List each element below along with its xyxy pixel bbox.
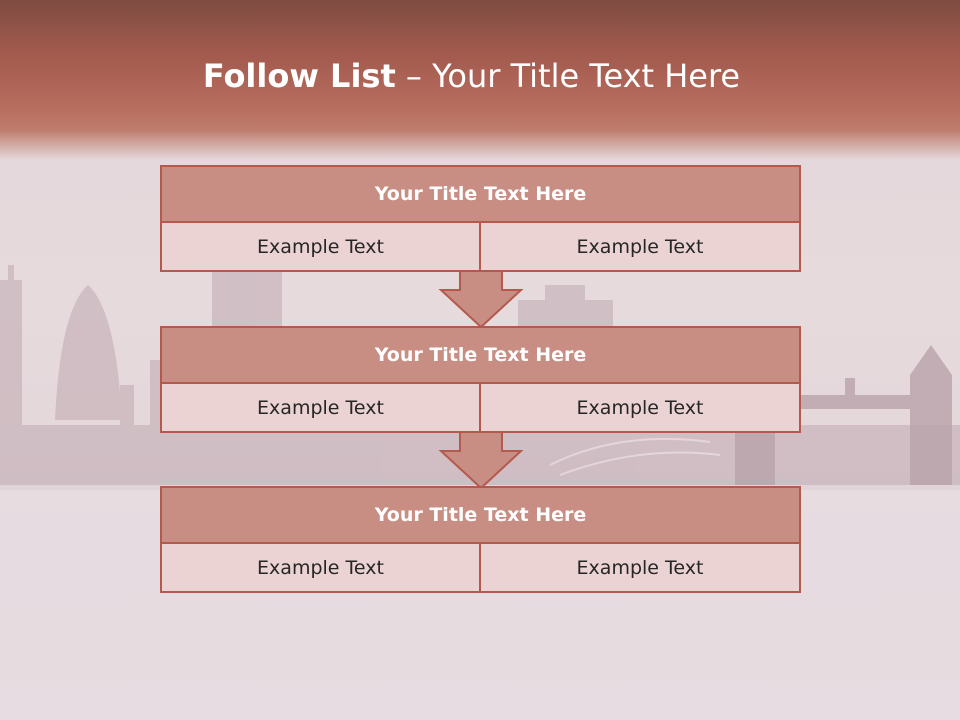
page-title-rest: – Your Title Text Here [405, 57, 741, 95]
header-band [0, 0, 960, 160]
stage-1-left-text: Example Text [160, 221, 481, 272]
stage-3-right-text: Example Text [479, 542, 801, 593]
stage-3-title: Your Title Text Here [160, 486, 801, 544]
down-arrow-1 [438, 271, 524, 329]
stage-2-title: Your Title Text Here [160, 326, 801, 384]
page-title-strong: Follow List [202, 57, 396, 95]
stage-2-left-text: Example Text [160, 382, 481, 433]
stage-3-left-text: Example Text [160, 542, 481, 593]
stage-1: Your Title Text Here Example Text Exampl… [160, 165, 801, 272]
stage-1-right-text: Example Text [479, 221, 801, 272]
page-title: Follow List – Your Title Text Here [0, 54, 943, 98]
stage-1-title: Your Title Text Here [160, 165, 801, 223]
stage-2: Your Title Text Here Example Text Exampl… [160, 326, 801, 433]
down-arrow-2 [438, 432, 524, 490]
stage-3: Your Title Text Here Example Text Exampl… [160, 486, 801, 593]
stage-2-right-text: Example Text [479, 382, 801, 433]
